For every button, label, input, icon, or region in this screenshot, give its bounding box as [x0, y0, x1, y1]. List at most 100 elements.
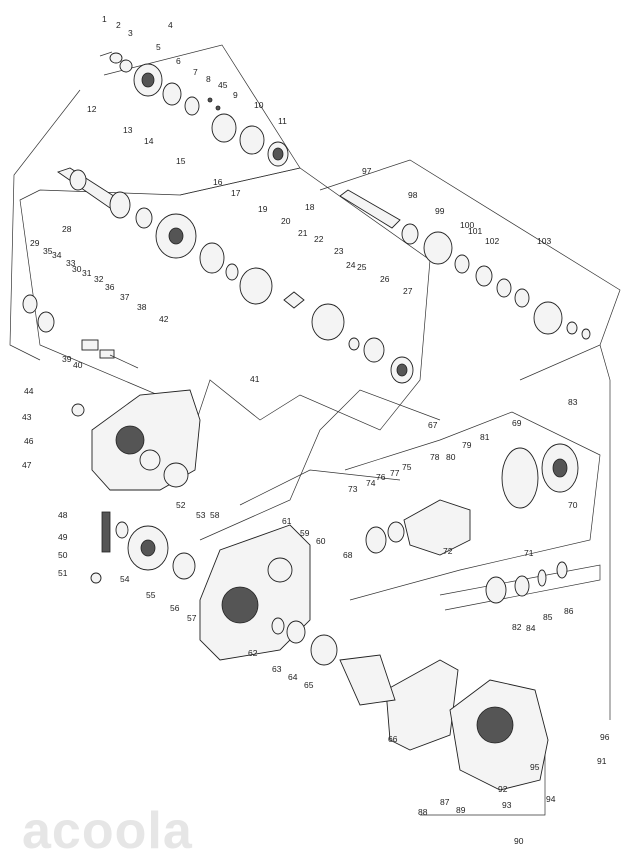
callout-number: 43	[22, 412, 32, 422]
callout-number: 6	[176, 56, 181, 66]
callout-number: 41	[250, 374, 260, 384]
callout-number: 79	[462, 440, 472, 450]
callout-number: 60	[316, 536, 326, 546]
callout-number: 4	[168, 20, 173, 30]
callout-number: 67	[428, 420, 438, 430]
callout-number: 74	[366, 478, 376, 488]
callout-number: 72	[443, 546, 453, 556]
callout-number: 71	[524, 548, 534, 558]
callout-number: 59	[300, 528, 310, 538]
callout-number: 52	[176, 500, 186, 510]
callout-number: 47	[22, 460, 32, 470]
callout-number: 55	[146, 590, 156, 600]
callout-number: 80	[446, 452, 456, 462]
callout-number: 7	[193, 67, 198, 77]
callout-number: 25	[357, 262, 367, 272]
callout-number: 73	[348, 484, 358, 494]
callout-number: 23	[334, 246, 344, 256]
callout-number: 93	[502, 800, 512, 810]
callout-number: 53	[196, 510, 206, 520]
callout-number: 69	[512, 418, 522, 428]
callout-number: 14	[144, 136, 154, 146]
center-housing	[199, 524, 338, 666]
callout-number: 85	[543, 612, 553, 622]
callout-number: 40	[73, 360, 83, 370]
callout-number: 57	[187, 613, 197, 623]
top-output-group	[99, 51, 289, 167]
callout-number: 76	[376, 472, 386, 482]
callout-number: 61	[282, 516, 292, 526]
callout-number: 92	[498, 784, 508, 794]
callout-number: 90	[514, 836, 524, 846]
callout-number: 64	[288, 672, 298, 682]
callout-number: 8	[206, 74, 211, 84]
callout-number: 31	[82, 268, 92, 278]
callout-number: 48	[58, 510, 68, 520]
callout-number: 56	[170, 603, 180, 613]
callout-number: 35	[43, 246, 53, 256]
callout-number: 97	[362, 166, 372, 176]
callout-number: 28	[62, 224, 72, 234]
callout-number: 58	[210, 510, 220, 520]
differential-group	[365, 443, 579, 604]
rear-housing	[339, 654, 549, 791]
callout-number: 45	[218, 80, 228, 90]
callout-number: 33	[66, 258, 76, 268]
callout-number: 51	[58, 568, 68, 578]
callout-number: 11	[278, 116, 287, 126]
callout-number: 89	[456, 805, 466, 815]
callout-number: 75	[402, 462, 412, 472]
callout-number: 10	[254, 100, 264, 110]
callout-number: 81	[480, 432, 490, 442]
callout-number: 34	[52, 250, 62, 260]
callout-number: 68	[343, 550, 353, 560]
callout-number: 29	[30, 238, 40, 248]
callout-number: 66	[388, 734, 398, 744]
callout-number: 84	[526, 623, 536, 633]
callout-number: 42	[159, 314, 169, 324]
callout-number: 99	[435, 206, 445, 216]
callout-number: 46	[24, 436, 34, 446]
callout-number: 21	[298, 228, 308, 238]
callout-number: 102	[485, 236, 499, 246]
callout-number: 91	[597, 756, 607, 766]
callout-number: 26	[380, 274, 390, 284]
callout-number: 36	[105, 282, 115, 292]
callout-number: 3	[128, 28, 133, 38]
callout-number: 95	[530, 762, 540, 772]
callout-number: 100	[460, 220, 474, 230]
callout-number: 94	[546, 794, 556, 804]
callout-number: 49	[58, 532, 68, 542]
group-frames	[9, 44, 621, 816]
callout-number: 17	[231, 188, 241, 198]
callout-number: 98	[408, 190, 418, 200]
callout-number: 13	[123, 125, 133, 135]
callout-number: 24	[346, 260, 356, 270]
callout-labels: 1234567845910111213141516171819202122232…	[22, 14, 610, 846]
callout-number: 30	[72, 264, 82, 274]
callout-number: 22	[314, 234, 324, 244]
callout-number: 44	[24, 386, 34, 396]
callout-number: 9	[233, 90, 238, 100]
callout-number: 78	[430, 452, 440, 462]
callout-number: 5	[156, 42, 161, 52]
callout-number: 38	[137, 302, 147, 312]
watermark-logo: acoola	[22, 802, 193, 860]
callout-number: 88	[418, 807, 428, 817]
callout-number: 50	[58, 550, 68, 560]
callout-number: 16	[213, 177, 223, 187]
shift-group	[22, 294, 139, 369]
callout-number: 83	[568, 397, 578, 407]
right-output-group	[339, 189, 591, 340]
callout-number: 87	[440, 797, 450, 807]
callout-number: 62	[248, 648, 258, 658]
callout-number: 86	[564, 606, 574, 616]
callout-number: 63	[272, 664, 282, 674]
callout-number: 82	[512, 622, 522, 632]
callout-number: 103	[537, 236, 551, 246]
callout-number: 77	[390, 468, 400, 478]
callout-number: 65	[304, 680, 314, 690]
left-housing	[71, 389, 201, 491]
main-shaft-group	[57, 167, 414, 384]
